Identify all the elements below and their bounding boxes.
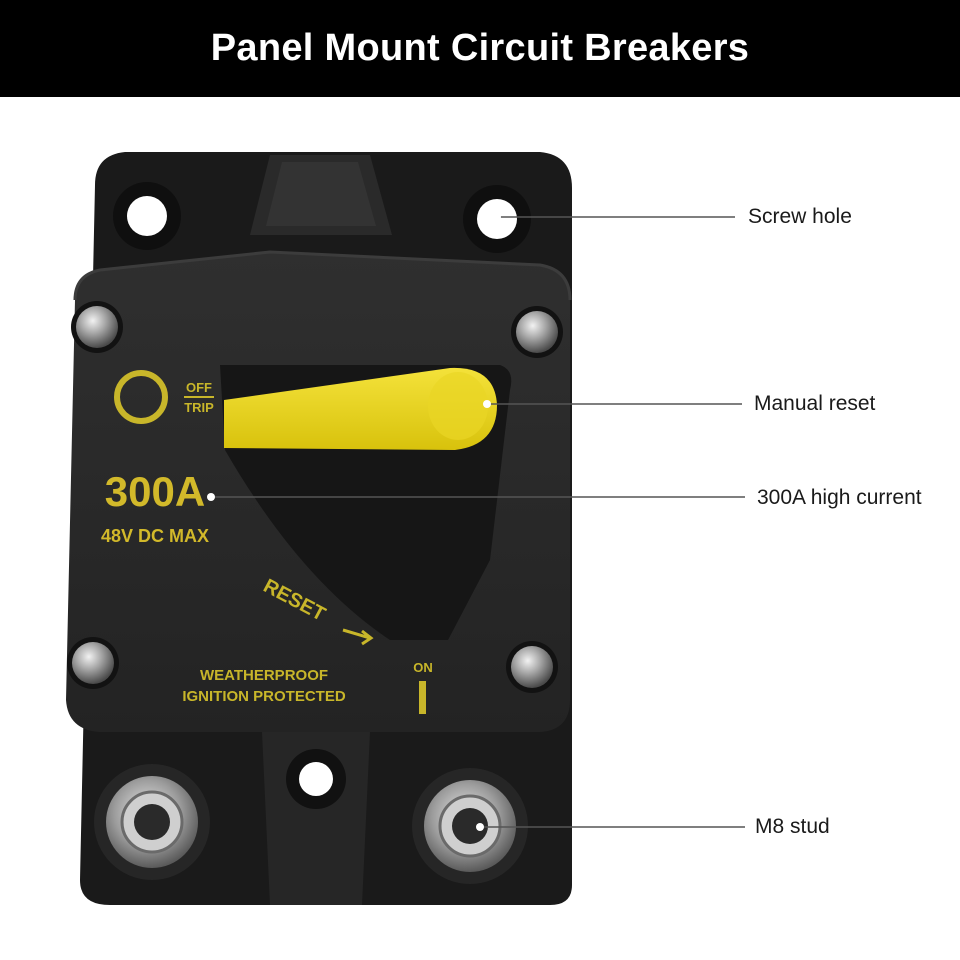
trip-label: TRIP [184, 400, 214, 415]
callout-m8-stud: M8 stud [755, 815, 830, 838]
reset-arrow-icon [342, 628, 374, 646]
weatherproof-label: WEATHERPROOF [200, 667, 328, 684]
on-indicator-bar [419, 681, 426, 714]
callout-lines [211, 216, 745, 828]
bolt-top-left [71, 301, 123, 353]
callout-screw-hole: Screw hole [748, 205, 852, 228]
title-banner: Panel Mount Circuit Breakers [0, 0, 960, 97]
voltage-label: 48V DC MAX [101, 526, 209, 546]
bolt-top-right [511, 306, 563, 358]
callout-manual-reset: Manual reset [754, 392, 876, 415]
m8-stud-left [94, 764, 210, 880]
rating-label: 300A [105, 468, 205, 515]
on-label: ON [413, 660, 433, 675]
manual-reset-lever[interactable] [224, 367, 497, 450]
callout-dots [207, 213, 501, 831]
off-label: OFF [186, 380, 212, 395]
bottom-mount-ridge [262, 732, 370, 905]
off-trip-indicator-icon [114, 370, 168, 424]
ignition-label: IGNITION PROTECTED [182, 688, 346, 705]
bolt-bottom-left [67, 637, 119, 689]
screw-hole-left [113, 182, 181, 250]
page-title: Panel Mount Circuit Breakers [210, 27, 750, 69]
m8-stud-right [412, 768, 528, 884]
callout-high-current: 300A high current [757, 486, 922, 509]
bolt-bottom-right [506, 641, 558, 693]
